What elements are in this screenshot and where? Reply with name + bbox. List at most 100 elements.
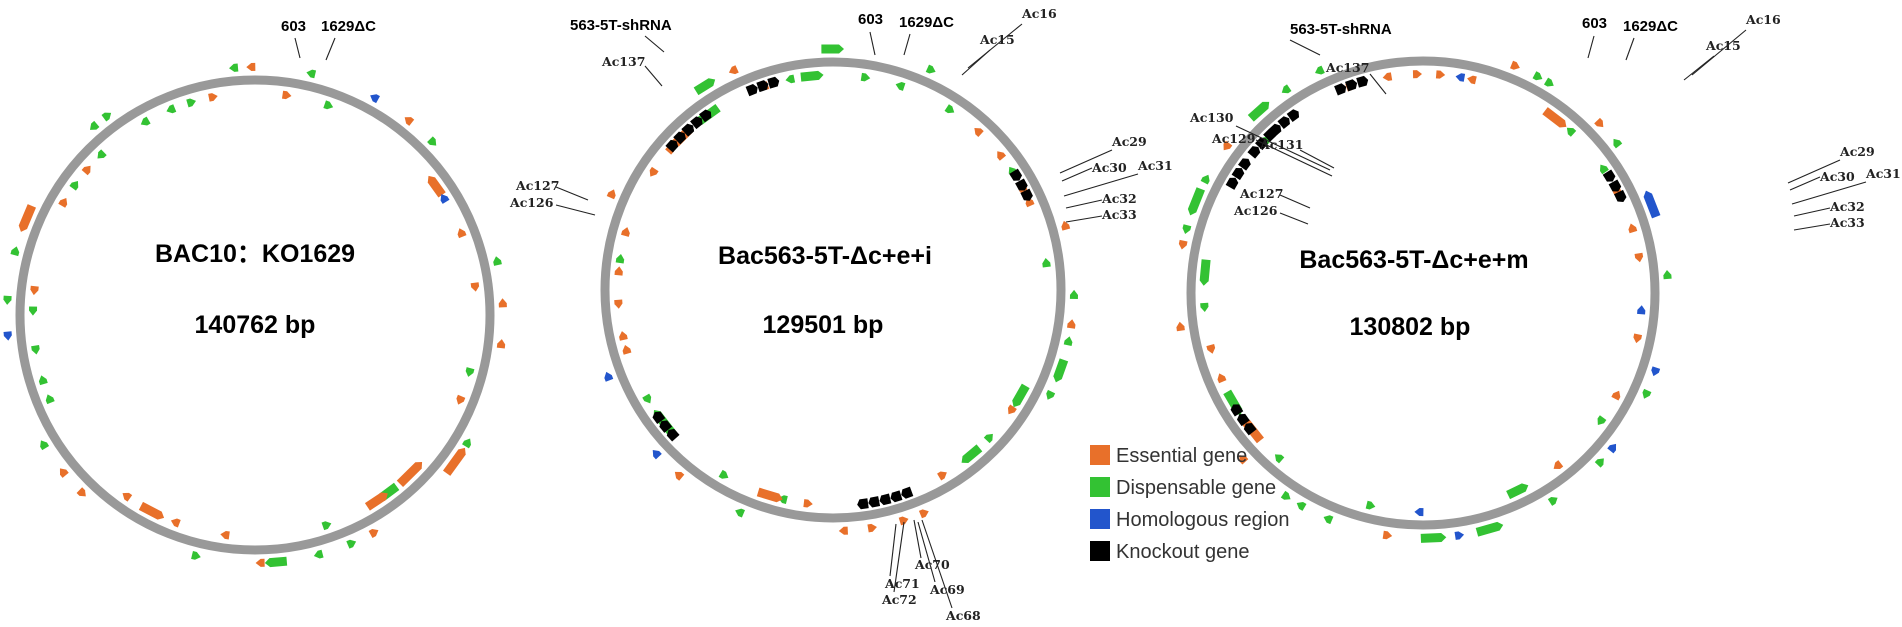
ko-label-ac130: Ac130	[1189, 110, 1234, 125]
legend: Essential gene Dispensable gene Homologo…	[1090, 445, 1289, 563]
gene-arrow	[728, 65, 739, 75]
gene-arrow	[615, 254, 625, 264]
gene-features	[3, 62, 507, 568]
gene-arrow	[186, 98, 197, 108]
gene-arrow	[1412, 70, 1422, 79]
gene-arrow	[58, 198, 68, 208]
gene-arrow	[404, 117, 415, 126]
gene-arrow	[619, 331, 628, 341]
gene-arrow	[364, 492, 388, 511]
gene-arrow	[614, 299, 623, 309]
gene-arrow	[1643, 190, 1661, 219]
knockout-gene-arrow	[1236, 413, 1250, 427]
gene-arrow	[59, 468, 69, 478]
gene-features	[604, 44, 1078, 535]
knockout-gene-arrow	[1243, 422, 1257, 436]
gene-arrow	[1315, 65, 1325, 75]
ko-label-ac29: Ac29	[1839, 144, 1875, 159]
knockout-gene-arrow	[1345, 79, 1358, 92]
leader-line	[1793, 223, 1831, 231]
legend-label-homologous: Homologous region	[1116, 509, 1289, 531]
ko-label-ac15: Ac15	[1705, 38, 1741, 53]
map-size: 129501 bp	[763, 311, 884, 339]
gene-arrow	[1382, 72, 1393, 81]
gene-arrow	[614, 266, 623, 276]
gene-arrow	[1247, 101, 1270, 122]
gene-features	[1176, 60, 1672, 543]
gene-arrow	[1187, 187, 1205, 216]
gene-arrow	[898, 516, 909, 526]
map-size: 140762 bp	[195, 311, 316, 339]
gene-arrow	[457, 228, 467, 239]
leader-line	[917, 521, 936, 583]
gene-arrow	[1597, 415, 1607, 425]
gene-arrow	[1182, 224, 1192, 234]
ko-label-ac30: Ac30	[1819, 169, 1855, 184]
leader-line	[921, 519, 953, 609]
gene-arrow	[1553, 460, 1564, 469]
plasmid-backbone	[600, 57, 1066, 523]
label-1629dc: 1629ΔC	[899, 14, 954, 31]
ko-label-ac32: Ac32	[1829, 199, 1865, 214]
knockout-gene-arrow	[652, 411, 666, 424]
knockout-gene-arrow	[901, 486, 914, 499]
leader-line	[1793, 207, 1831, 217]
label-563-5t-shrna: 563-5T-shRNA	[1290, 21, 1392, 38]
ko-label-ac127: Ac127	[1239, 186, 1283, 201]
gene-arrow	[442, 447, 466, 476]
gene-arrow	[170, 518, 181, 528]
leader-line	[869, 31, 876, 56]
gene-arrow	[937, 471, 947, 481]
gene-arrow	[1217, 373, 1227, 384]
leader-line	[1299, 149, 1335, 169]
knockout-gene-arrow	[1608, 179, 1622, 192]
gene-arrow	[368, 529, 379, 538]
ko-label-ac69: Ac69	[929, 582, 965, 597]
knockout-gene-arrow	[857, 498, 869, 510]
ko-label-ac129: Ac129	[1211, 131, 1255, 146]
ko-label-ac15: Ac15	[979, 32, 1015, 47]
knockout-gene-arrow	[659, 420, 673, 433]
gene-arrow	[1199, 259, 1211, 286]
ko-label-ac131: Ac131	[1259, 137, 1303, 152]
gene-arrow	[1053, 358, 1069, 383]
gene-arrow	[1594, 117, 1604, 128]
knockout-gene-arrow	[868, 496, 881, 508]
gene-arrow	[961, 444, 983, 463]
leader-line	[1625, 37, 1635, 61]
label-603: 603	[1582, 15, 1607, 32]
legend-label-essential: Essential gene	[1116, 445, 1247, 467]
gene-arrow	[29, 306, 38, 316]
ko-label-ac29: Ac29	[1111, 134, 1147, 149]
gene-arrow	[440, 194, 450, 204]
gene-arrow	[1069, 289, 1078, 299]
gene-arrow	[756, 487, 783, 503]
gene-arrow	[40, 440, 50, 451]
ko-label-ac30: Ac30	[1091, 160, 1127, 175]
gene-arrow	[944, 104, 955, 114]
gene-arrow	[1566, 127, 1577, 137]
map-title: Bac563-5T-Δc+e+i	[718, 242, 932, 270]
gene-arrow	[642, 393, 652, 404]
leader-line	[1061, 167, 1093, 182]
label-603: 603	[858, 11, 883, 28]
knockout-gene-arrow	[1238, 158, 1251, 171]
leader-line	[325, 37, 336, 61]
gene-arrow	[895, 82, 906, 91]
gene-arrow	[1607, 443, 1617, 454]
gene-arrow	[264, 556, 288, 568]
gene-arrow	[1663, 270, 1672, 280]
gene-arrow	[1061, 220, 1071, 231]
gene-arrow	[674, 471, 685, 481]
gene-arrow	[838, 526, 848, 535]
knockout-gene-arrow	[1009, 168, 1023, 181]
knockout-gene-arrow	[1020, 188, 1033, 201]
gene-arrow	[693, 78, 716, 96]
knockout-gene-arrow	[1247, 146, 1261, 159]
knockout-gene-arrow	[1356, 75, 1369, 88]
gene-arrow	[803, 499, 813, 508]
gene-arrow	[97, 149, 107, 159]
gene-arrow	[30, 285, 39, 296]
leader-line	[1065, 199, 1103, 209]
gene-arrow	[1633, 333, 1643, 344]
